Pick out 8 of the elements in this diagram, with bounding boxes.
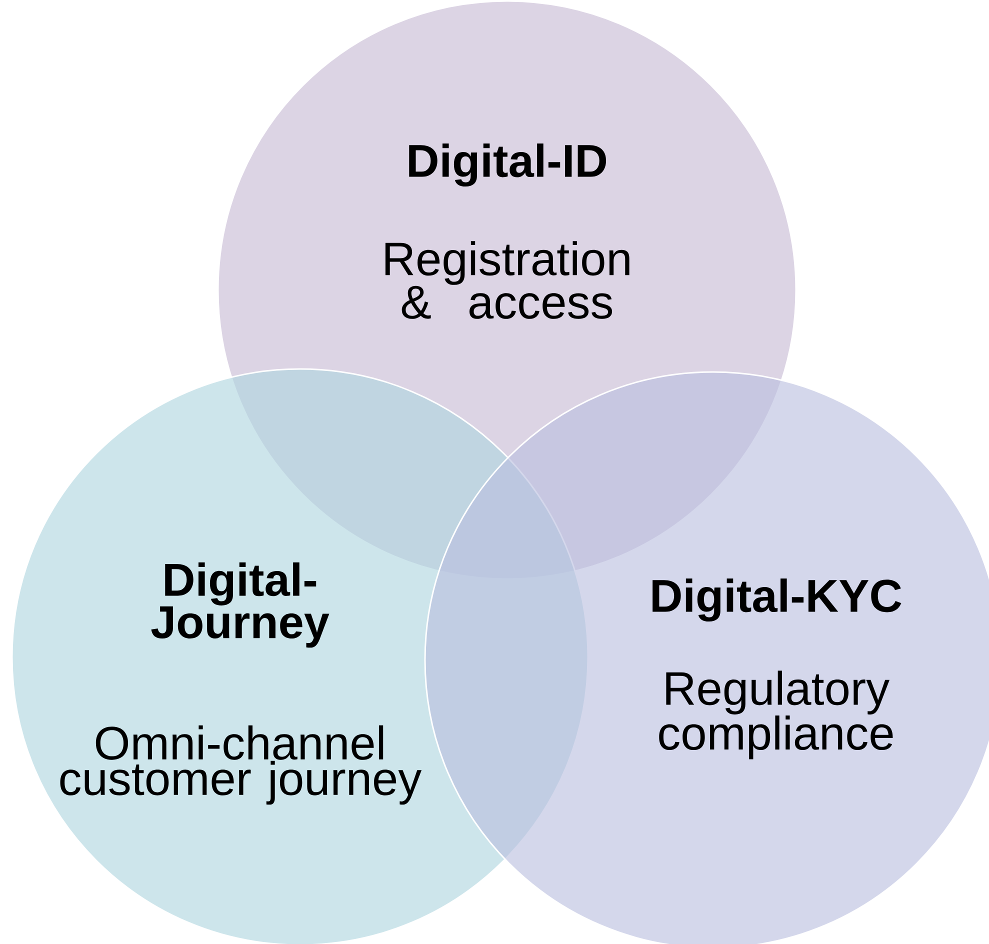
circle-heading: Digital-ID — [409, 143, 606, 187]
circle-text: Omni-channel customer journey — [60, 725, 422, 805]
circle-text: Regulatory compliance — [659, 670, 893, 760]
venn-circle — [11, 368, 589, 944]
circle-heading: Digital-KYC — [652, 578, 902, 622]
circle-heading: Digital-Journey — [151, 562, 330, 648]
circle-text: Registration & access — [385, 241, 630, 319]
venn-circle — [424, 371, 989, 944]
